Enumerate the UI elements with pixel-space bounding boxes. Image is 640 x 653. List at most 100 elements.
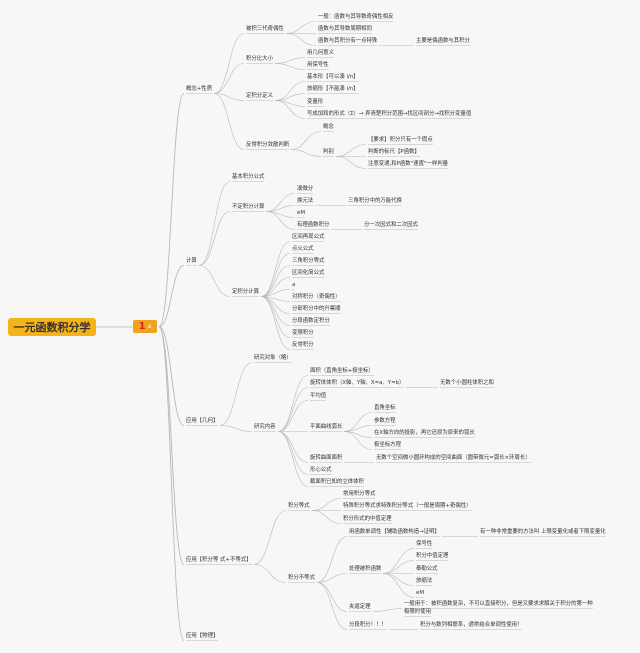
node-def-7[interactable]: 分部积分中的升幂顺 <box>292 306 341 312</box>
node-ineq-ne-3[interactable]: 夹逼定理 <box>349 604 371 610</box>
node-concept[interactable]: 概念+性质 <box>186 86 213 92</box>
node-ineq-eq-3[interactable]: 积分形式的中值定理 <box>343 516 392 522</box>
node-ineq-ne-2e[interactable]: eM <box>416 590 424 596</box>
node-parity-3[interactable]: 函数与其积分有一点特殊 <box>318 38 378 44</box>
connector-def-def_10 <box>260 296 291 350</box>
node-indef-4-note[interactable]: 分一次因式和二次因式 <box>364 222 418 228</box>
node-ineq-ne-1-note[interactable]: 有一种非常重要的方法叫 上限变量化或者下限变量化 <box>480 529 606 535</box>
node-ineq-ne-2c[interactable]: 泰勒公式 <box>416 566 438 572</box>
connector-calc-calc_basic <box>198 181 231 266</box>
node-ineq[interactable]: 应用【积分等 式+不等式】 <box>186 557 252 563</box>
node-improper-2a[interactable]: 【要求】积分只有一个瑕点 <box>368 137 433 143</box>
connector-def-def_1 <box>260 241 291 297</box>
node-improper[interactable]: 反常积分敛散判断 <box>246 142 290 148</box>
node-indef-2-note[interactable]: 三角积分中的万能代换 <box>348 198 402 204</box>
node-geo-arc-1[interactable]: 直角坐标 <box>374 405 396 411</box>
connector-geo_content-geo_section <box>277 431 309 487</box>
node-defn[interactable]: 定积分定义 <box>246 93 273 99</box>
node-parity-3-note[interactable]: 主要是偶函数与其积分 <box>416 38 470 44</box>
connector-geo_content-geo_avg <box>277 400 309 432</box>
node-def[interactable]: 定积分计算 <box>232 289 259 295</box>
node-ineq-ne-4-note[interactable]: 积分与数列相联系，通常结合单调性使用！ <box>420 622 523 628</box>
node-indef-2[interactable]: 换元法 <box>297 198 314 204</box>
connector-root-concept <box>158 93 185 327</box>
node-geo-arc[interactable]: 平面曲线弧长 <box>310 424 343 430</box>
node-geo[interactable]: 应用【几何】 <box>186 418 219 424</box>
node-ineq-eq-2[interactable]: 特殊积分等式求特殊积分等式（一般是周期+奇偶性） <box>343 503 472 509</box>
node-ineq-eq-1[interactable]: 常用积分等式 <box>343 491 376 497</box>
node-improper-2c[interactable]: 注意变通,和P函数"速度"一样判量 <box>368 161 449 167</box>
node-def-10[interactable]: 反常积分 <box>292 342 314 348</box>
node-improper-2[interactable]: 判别 <box>323 149 334 155</box>
node-geo-section[interactable]: 截面积已知的立体体积 <box>310 479 364 485</box>
node-def-8[interactable]: 分段函数定积分 <box>292 318 330 324</box>
node-geo-arc-4[interactable]: 极坐标方程 <box>374 442 401 448</box>
node-ineq-ne-2d[interactable]: 放缩法 <box>416 578 433 584</box>
node-ineq-eq[interactable]: 积分等式 <box>288 503 310 509</box>
node-indef-3[interactable]: eM <box>297 210 305 216</box>
node-geo-vol-note[interactable]: 无数个小圆柱体积之和 <box>440 380 494 386</box>
node-def-5[interactable]: a <box>292 282 296 288</box>
node-geo-center[interactable]: 形心公式 <box>310 467 332 473</box>
connector-root-calc <box>158 265 185 327</box>
node-calc-basic[interactable]: 基本积分公式 <box>232 174 265 180</box>
connector-def-def_5 <box>260 289 291 297</box>
node-def-2[interactable]: 点火公式 <box>292 246 314 252</box>
node-geo-arc-3[interactable]: 在X轴方向的投影，再它还原为原来的弧长 <box>374 430 475 436</box>
node-geo-arc-2[interactable]: 参数方程 <box>374 418 396 424</box>
node-ineq-ne-1[interactable]: 用函数单调性【辅助函数构造→证明】 <box>349 529 440 535</box>
node-indef-1[interactable]: 凑微分 <box>297 186 314 192</box>
connector-geo_content-geo_surf <box>277 431 309 463</box>
connector-indef-indef_4 <box>265 211 296 230</box>
node-defn-2[interactable]: 放缩形【不能凑 i/n】 <box>307 86 359 92</box>
node-indef-4[interactable]: 有理函数积分 <box>297 222 330 228</box>
root-topic[interactable]: 一元函数积分学 <box>8 318 96 336</box>
connector-ineq-ineq_eq <box>253 510 287 565</box>
node-ineq-ne-2a[interactable]: 保号性 <box>416 541 433 547</box>
node-ineq-ne-4[interactable]: 分段积分！！！ <box>349 622 387 628</box>
connector-root-ineq <box>158 326 185 565</box>
node-geo-surf[interactable]: 旋转曲面面积 <box>310 455 343 461</box>
node-compare-1[interactable]: 用几何意义 <box>307 50 334 56</box>
node-compare-2[interactable]: 用保号性 <box>307 62 329 68</box>
node-ineq-ne[interactable]: 积分不等式 <box>288 575 315 581</box>
node-improper-2b[interactable]: 判断的标尺【P函数】 <box>368 149 420 155</box>
node-ineq-ne-2b[interactable]: 积分中值定理 <box>416 553 449 559</box>
node-phys[interactable]: 应用【物理】 <box>186 633 219 639</box>
node-parity-1[interactable]: 一般：函数与其导数奇偶性相反 <box>318 14 394 20</box>
connector-ineq_ne_3-ineq_ne_3_note1 <box>372 608 403 612</box>
connector-improper-improper_1 <box>290 131 322 150</box>
node-geo-vol[interactable]: 旋转体体积（X轴、Y轴、X=a、Y=b） <box>310 380 405 386</box>
connector-calc-def <box>198 265 231 297</box>
connector-calc-indef <box>198 211 231 266</box>
connector-improper_2-improper_2a <box>335 144 367 157</box>
node-geo-avg[interactable]: 平均值 <box>310 393 327 399</box>
node-parity[interactable]: 被积三代奇偶性 <box>246 26 284 32</box>
node-compare[interactable]: 积分比大小 <box>246 56 273 62</box>
node-ineq-ne-3-note2[interactable]: 极限时使用 <box>404 609 431 615</box>
node-geo-area[interactable]: 面积（直角坐标+极坐标） <box>310 368 374 374</box>
connector-concept-parity <box>213 33 245 94</box>
node-geo-obj[interactable]: 研究对象（略） <box>254 355 292 361</box>
node-def-9[interactable]: 变限积分 <box>292 330 314 336</box>
node-defn-1[interactable]: 基本形【可以凑 i/n】 <box>307 74 359 80</box>
node-geo-surf-note[interactable]: 无数个空间微小圆环构成的空间曲面（圆带微元=弧长×环周长） <box>376 455 531 461</box>
node-def-6[interactable]: 对称积分（奇偶性） <box>292 294 341 300</box>
connector-ineq_ne_2-ineq_ne_2e <box>382 573 415 598</box>
node-ineq-ne-3-note1[interactable]: 一般用于：被积函数复杂，不可以直接积分，但是又要求求解关于积分的第一种 <box>404 601 593 607</box>
node-geo-content[interactable]: 研究内容 <box>254 424 276 430</box>
connector-improper_2-improper_2c <box>335 156 367 169</box>
node-def-1[interactable]: 区间再现公式 <box>292 234 325 240</box>
node-calc[interactable]: 计算 <box>186 258 197 264</box>
node-indef[interactable]: 不定积分计算 <box>232 204 265 210</box>
node-improper-1[interactable]: 概念 <box>323 124 334 130</box>
node-defn-4[interactable]: 写成加和的形式（Σ）→ 弄清楚积分范围→找区间剖分→找积分变量值 <box>307 111 472 117</box>
node-def-4[interactable]: 区间化简公式 <box>292 270 325 276</box>
node-parity-2[interactable]: 函数与其导数周期相同 <box>318 26 372 32</box>
node-def-3[interactable]: 三角积分等式 <box>292 258 325 264</box>
node-ineq-ne-2[interactable]: 处理被积函数 <box>349 566 382 572</box>
connector-indef-indef_2 <box>265 205 296 212</box>
node-defn-3[interactable]: 变量形 <box>307 99 324 105</box>
root-badge[interactable]: 1 a <box>133 320 157 333</box>
connector-improper-improper_2 <box>290 149 322 157</box>
